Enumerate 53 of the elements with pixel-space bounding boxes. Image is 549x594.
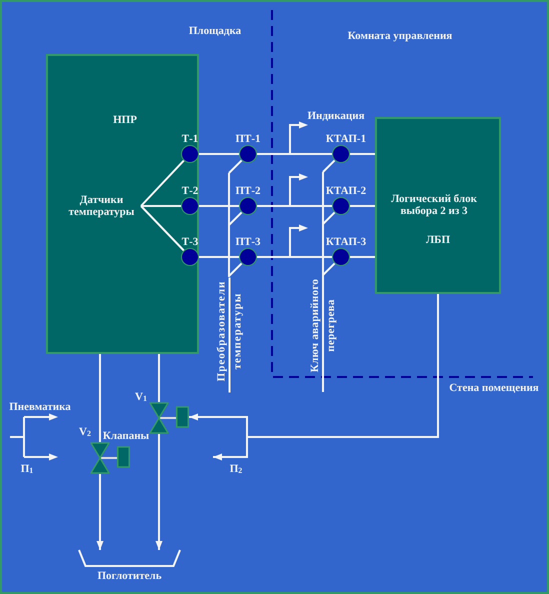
circle-label: Т-1 <box>182 133 198 145</box>
connector-line <box>199 153 239 155</box>
flow-label: П$_{1}$ <box>20 463 34 475</box>
circle-label: Т-2 <box>182 185 198 197</box>
connector-line <box>257 256 332 258</box>
connector-line <box>199 205 239 207</box>
wall-label: Стена помещения <box>449 382 539 394</box>
connector-line <box>140 160 185 207</box>
vertical-label: Ключ аварийного перегрева <box>307 276 339 392</box>
supply-label: Пневматика <box>9 401 71 413</box>
connector-line <box>140 205 185 252</box>
connector-line <box>322 160 336 173</box>
connector-line <box>257 153 332 155</box>
circle-label: ПТ-3 <box>235 236 261 248</box>
connector-line <box>158 354 160 402</box>
connector-line <box>322 212 336 225</box>
circle-label: ПТ-1 <box>235 133 261 145</box>
arrow <box>156 434 162 550</box>
connector-line <box>141 205 181 207</box>
tray-label: Поглотитель <box>97 570 162 582</box>
circle-label: Т-3 <box>182 236 198 248</box>
zone-label: Комната управления <box>348 30 452 42</box>
circle-label: КТАП-3 <box>326 236 366 248</box>
vertical-label: Преобразователи температуры <box>213 277 245 392</box>
connector-line <box>99 354 101 442</box>
connector-line <box>350 153 375 155</box>
box-text: Логический блок выбора 2 из 3 <box>390 193 478 217</box>
arrow <box>213 294 439 460</box>
circle-label: КТАП-2 <box>326 185 366 197</box>
connector-line <box>350 256 375 258</box>
connector-line <box>228 160 242 174</box>
circle-label: ПТ-2 <box>235 185 261 197</box>
flow-label: П$_{2}$ <box>230 463 242 475</box>
connector-line <box>199 256 239 258</box>
connector-line <box>322 172 324 276</box>
box-title: ЛБП <box>424 234 452 246</box>
connector-line <box>228 173 230 277</box>
arrow <box>96 474 104 550</box>
circle-label: КТАП-1 <box>326 133 366 145</box>
signal-label: Индикация <box>307 110 365 122</box>
connector-line <box>322 262 336 276</box>
connector-line <box>228 262 242 277</box>
box-title: НПР <box>112 114 138 126</box>
group-label: Клапаны <box>102 430 150 442</box>
logic-block-box <box>375 117 501 294</box>
connector-line <box>257 205 332 207</box>
valve-label: V$_{1}$ <box>135 391 147 403</box>
connector-line <box>228 212 242 226</box>
connector-line <box>350 205 375 207</box>
node-text: Датчики температуры <box>62 194 141 218</box>
zone-label: Площадка <box>188 25 242 37</box>
valve-label: V$_{2}$ <box>79 426 91 438</box>
equipment-box <box>46 54 199 354</box>
